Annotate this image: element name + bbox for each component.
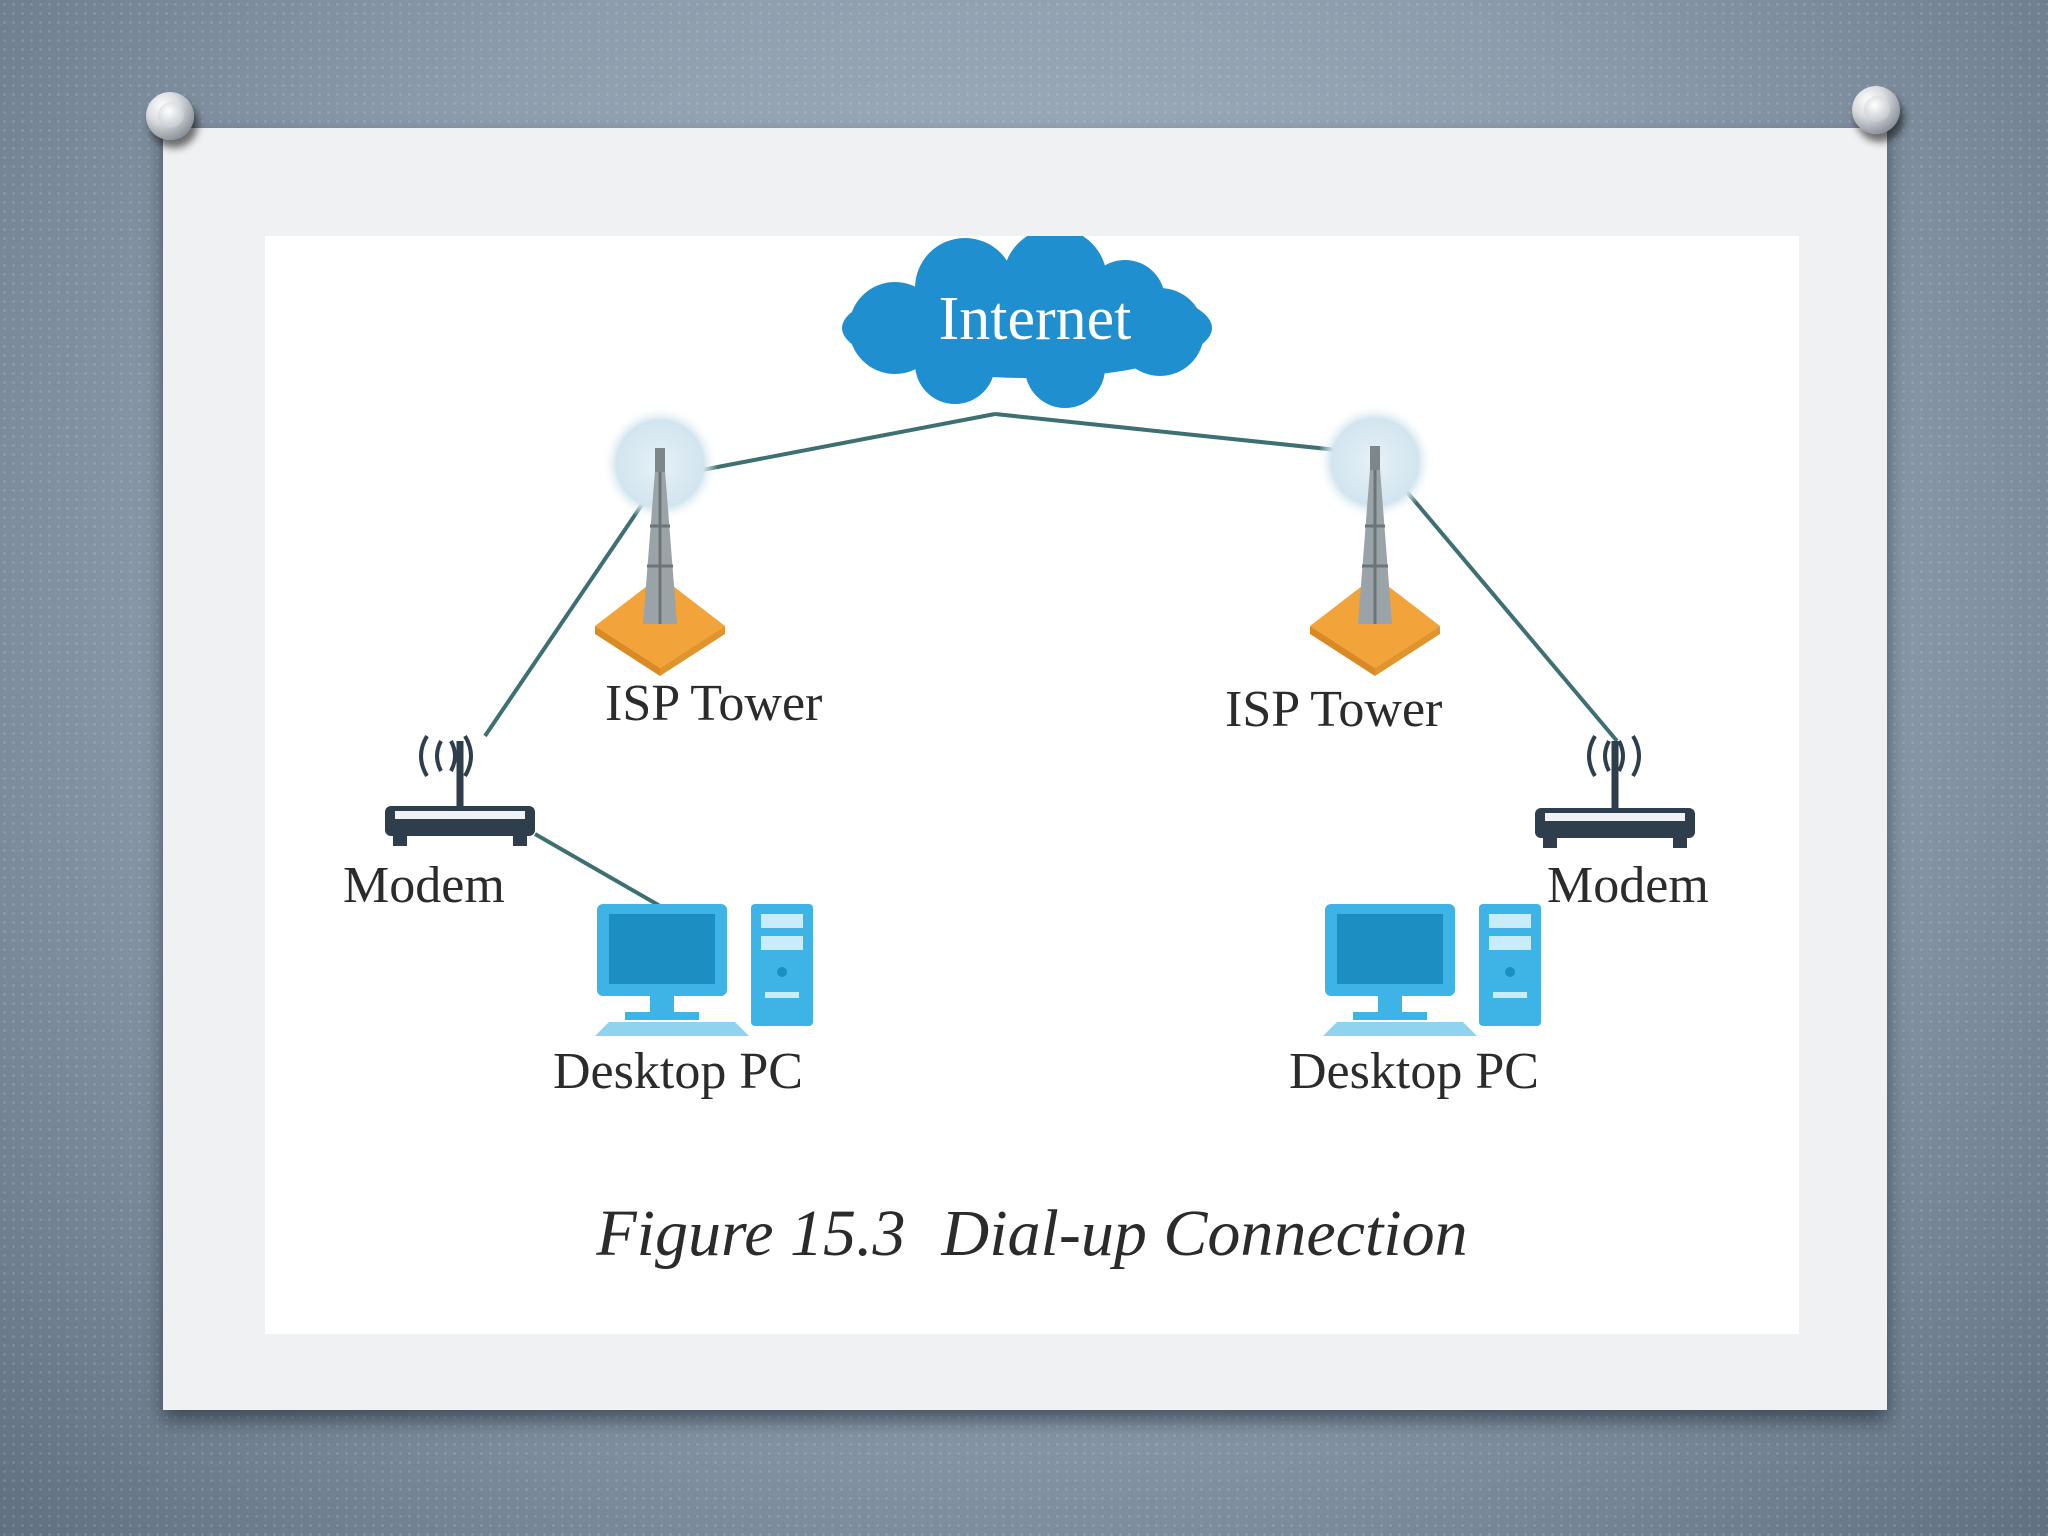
link-internet-tower-right [994, 412, 1376, 456]
internet-label: Internet [938, 285, 1132, 353]
isp-tower-left-icon [595, 406, 725, 676]
modem-left-icon [385, 734, 535, 846]
modem-right-label: Modem [1547, 857, 1709, 914]
desktop-pc-left-icon [595, 904, 813, 1036]
desktop-pc-left-label: Desktop PC [553, 1043, 803, 1100]
desktop-pc-right-label: Desktop PC [1289, 1043, 1539, 1100]
desktop-pc-right-icon [1323, 904, 1541, 1036]
figure-title: Dial-up Connection [941, 1197, 1468, 1270]
pushpin-right-icon [1852, 86, 1900, 134]
isp-tower-left-label: ISP Tower [605, 675, 823, 732]
link-tower-left-modem-left [483, 476, 662, 738]
modem-left-label: Modem [343, 857, 505, 914]
isp-tower-right-label: ISP Tower [1225, 681, 1443, 738]
figure-number: Figure 15.3 [596, 1197, 906, 1270]
network-diagram: Internet ISP Tower ISP Tower Modem Modem… [265, 236, 1799, 1334]
internet-cloud-icon [842, 236, 1212, 408]
pushpin-left-icon [146, 92, 194, 140]
figure-caption: Figure 15.3 Dial-up Connection [265, 1196, 1799, 1272]
isp-tower-right-icon [1310, 404, 1440, 676]
modem-right-icon [1535, 734, 1695, 848]
link-modem-left-pc-left [534, 832, 661, 908]
